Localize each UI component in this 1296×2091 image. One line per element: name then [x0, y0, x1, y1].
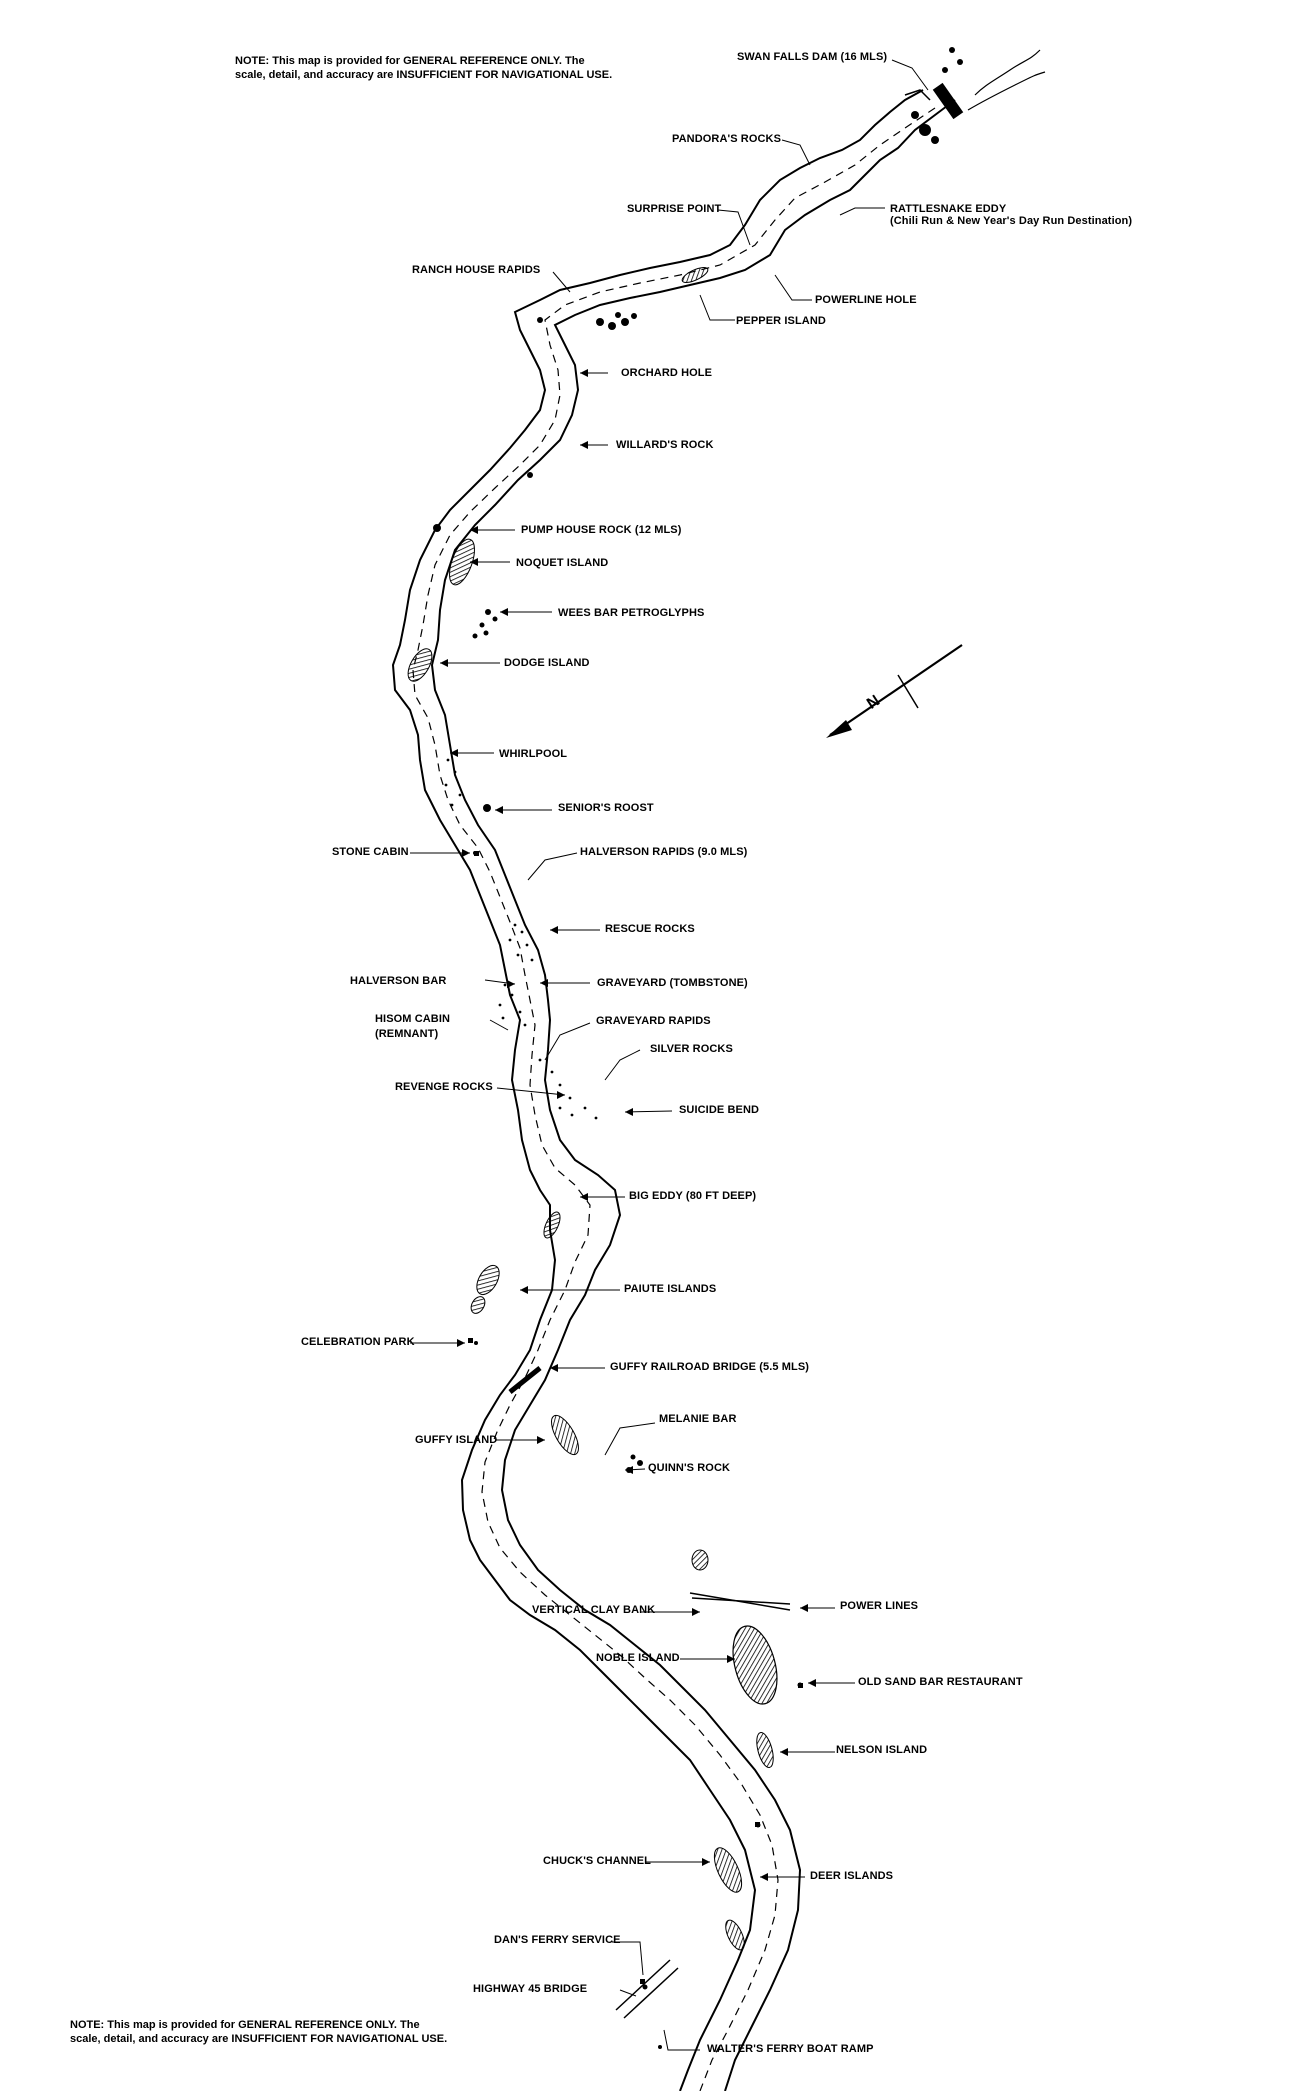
label-hisom-cabin[interactable]: HISOM CABIN: [375, 1013, 451, 1025]
label-dodge-island[interactable]: DODGE ISLAND: [504, 657, 590, 669]
label-quinns-rock[interactable]: QUINN'S ROCK: [648, 1462, 731, 1474]
label-melanie-bar[interactable]: MELANIE BAR: [659, 1413, 737, 1425]
label-dans-ferry[interactable]: DAN'S FERRY SERVICE: [494, 1934, 621, 1946]
label-halverson-rapids[interactable]: HALVERSON RAPIDS (9.0 MLS): [580, 846, 748, 858]
big-eddy-island-shape: [543, 1211, 561, 1239]
label-rattlesnake-eddy-sub: (Chili Run & New Year's Day Run Destinat…: [890, 215, 1133, 227]
celebration-park-marker: [468, 1338, 473, 1343]
stone-cabin-marker: [474, 851, 479, 856]
label-pepper-island[interactable]: PEPPER ISLAND: [736, 315, 826, 327]
label-guffy-bridge[interactable]: GUFFY RAILROAD BRIDGE (5.5 MLS): [610, 1361, 810, 1373]
label-orchard-hole[interactable]: ORCHARD HOLE: [621, 367, 713, 379]
paiute-islands-shape-2: [470, 1296, 486, 1314]
label-noble-island[interactable]: NOBLE ISLAND: [596, 1652, 680, 1664]
label-pump-house-rock[interactable]: PUMP HOUSE ROCK (12 MLS): [521, 524, 682, 536]
bottom-note-line2: scale, detail, and accuracy are INSUFFIC…: [70, 2033, 448, 2045]
nelson-island-shape: [756, 1732, 774, 1768]
river-left-bank: [391, 89, 924, 2091]
label-surprise-point[interactable]: SURPRISE POINT: [627, 203, 722, 215]
label-hisom-cabin-sub: (REMNANT): [375, 1028, 439, 1040]
label-nelson-island[interactable]: NELSON ISLAND: [836, 1744, 928, 1756]
top-note-line1: NOTE: This map is provided for GENERAL R…: [235, 55, 585, 67]
label-vertical-clay-bank[interactable]: VERTICAL CLAY BANK: [532, 1604, 656, 1616]
label-guffy-island[interactable]: GUFFY ISLAND: [415, 1434, 498, 1446]
dodge-island-shape: [407, 648, 433, 682]
label-rattlesnake-eddy[interactable]: RATTLESNAKE EDDY: [890, 203, 1007, 215]
deer-islands-shape-2: [725, 1919, 745, 1951]
dans-ferry-marker: [640, 1979, 645, 1984]
deer-islands-marker: [755, 1822, 760, 1827]
label-pandoras-rocks[interactable]: PANDORA'S ROCKS: [672, 133, 782, 145]
label-rescue-rocks[interactable]: RESCUE ROCKS: [605, 923, 695, 935]
label-deer-islands[interactable]: DEER ISLANDS: [810, 1870, 894, 1882]
rapids-stipple: [444, 758, 598, 1120]
guffy-bridge-line: [508, 1366, 542, 1394]
old-sand-bar-marker: [798, 1683, 803, 1688]
label-powerline-hole[interactable]: POWERLINE HOLE: [815, 294, 917, 306]
label-seniors-roost[interactable]: SENIOR'S ROOST: [558, 802, 654, 814]
swan-falls-dam: [904, 47, 1046, 144]
bottom-note-line1: NOTE: This map is provided for GENERAL R…: [70, 2019, 420, 2031]
guffy-island-shape: [551, 1414, 579, 1456]
highway-bridge-line-2: [623, 1967, 679, 2019]
top-note-line2: scale, detail, and accuracy are INSUFFIC…: [235, 69, 613, 81]
label-graveyard-rapids[interactable]: GRAVEYARD RAPIDS: [596, 1015, 711, 1027]
label-highway-45[interactable]: HIGHWAY 45 BRIDGE: [473, 1983, 588, 1995]
label-stone-cabin[interactable]: STONE CABIN: [332, 846, 409, 858]
label-old-sand-bar[interactable]: OLD SAND BAR RESTAURANT: [858, 1676, 1023, 1688]
label-whirlpool[interactable]: WHIRLPOOL: [499, 748, 568, 760]
label-celebration-park[interactable]: CELEBRATION PARK: [301, 1336, 415, 1348]
river-channel-line: [412, 107, 936, 2091]
label-willards-rock[interactable]: WILLARD'S ROCK: [616, 439, 714, 451]
north-arrow[interactable]: [826, 644, 963, 738]
label-halverson-bar[interactable]: HALVERSON BAR: [350, 975, 447, 987]
label-swan-falls-dam[interactable]: SWAN FALLS DAM (16 MLS): [737, 51, 888, 63]
label-power-lines[interactable]: POWER LINES: [840, 1600, 919, 1612]
label-ranch-house-rapids[interactable]: RANCH HOUSE RAPIDS: [412, 264, 541, 276]
small-island-shape: [691, 1549, 709, 1571]
noble-island-shape: [732, 1625, 778, 1705]
label-noquet-island[interactable]: NOQUET ISLAND: [516, 557, 609, 569]
noquet-island-shape: [449, 538, 475, 586]
label-graveyard-tombstone[interactable]: GRAVEYARD (TOMBSTONE): [597, 977, 748, 989]
pepper-island-shape: [681, 267, 709, 283]
label-chucks-channel[interactable]: CHUCK'S CHANNEL: [543, 1855, 652, 1867]
label-suicide-bend[interactable]: SUICIDE BEND: [679, 1104, 760, 1116]
label-paiute-islands[interactable]: PAIUTE ISLANDS: [624, 1283, 717, 1295]
power-lines-2: [691, 1597, 791, 1605]
label-wees-bar[interactable]: WEES BAR PETROGLYPHS: [558, 607, 705, 619]
label-big-eddy[interactable]: BIG EDDY (80 FT DEEP): [629, 1190, 757, 1202]
leader-arrowheads: [440, 369, 816, 1881]
highway-bridge-line-1: [615, 1959, 671, 2011]
river-right-bank: [430, 99, 956, 2091]
label-revenge-rocks[interactable]: REVENGE ROCKS: [395, 1081, 493, 1093]
label-walters-ferry[interactable]: WALTER'S FERRY BOAT RAMP: [707, 2043, 874, 2055]
river-rocks: [433, 312, 803, 2049]
label-silver-rocks[interactable]: SILVER ROCKS: [650, 1043, 733, 1055]
paiute-islands-shape-1: [476, 1264, 500, 1296]
deer-islands-shape-1: [713, 1847, 743, 1893]
